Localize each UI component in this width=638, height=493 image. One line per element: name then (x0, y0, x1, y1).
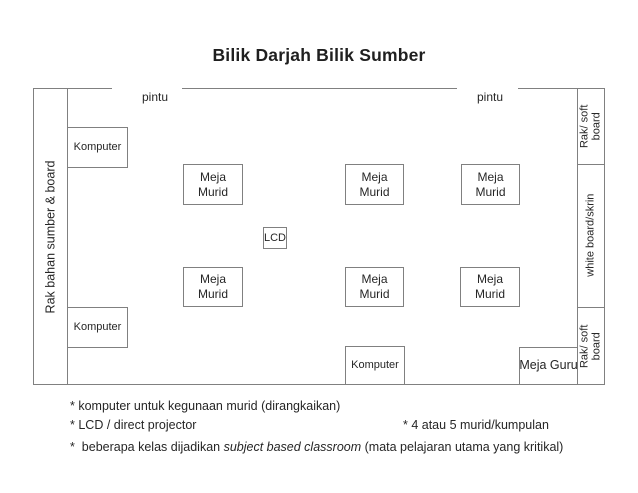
computer-box-bottom-left: Komputer (67, 307, 128, 348)
note-subject-classroom-prefix: * beberapa kelas dijadikan (70, 440, 224, 454)
whiteboard-screen: white board/skrin (577, 164, 605, 307)
desk-label-line1: Meja (361, 272, 388, 287)
computer-label: Komputer (351, 358, 399, 371)
desk-label-line1: Meja (476, 272, 503, 287)
student-desk-box: Meja Murid (183, 267, 243, 307)
note-group-size: * 4 atau 5 murid/kumpulan (403, 418, 549, 432)
desk-label-line2: Murid (197, 287, 228, 301)
student-desk-box: Meja Murid (345, 164, 404, 205)
note-lcd: * LCD / direct projector (70, 418, 197, 432)
computer-box-top-left: Komputer (67, 127, 128, 168)
door-label-left: pintu (141, 90, 169, 104)
left-shelf: Rak bahan sumber & board (33, 88, 68, 385)
student-desk-box: Meja Murid (183, 164, 243, 205)
right-shelf-top: Rak/ soft board (577, 88, 605, 164)
teacher-desk-box: Meja Guru (519, 347, 578, 385)
desk-label-line1: Meja (477, 169, 504, 184)
note-subject-classroom-italic: subject based classroom (223, 440, 362, 454)
desk-label-line1: Meja (361, 169, 388, 184)
lcd-box: LCD (263, 227, 287, 249)
note-subject-classroom-suffix: (mata pelajaran utama yang kritikal) (361, 440, 564, 454)
right-shelf-bottom-label-line2: board (591, 331, 603, 361)
left-shelf-inner-edge (67, 88, 68, 385)
whiteboard-screen-label: white board/skrin (584, 193, 597, 278)
right-shelf-divider-bottom (577, 307, 605, 308)
desk-label-line2: Murid (359, 287, 390, 301)
student-desk-box: Meja Murid (461, 164, 520, 205)
right-shelf-bottom: Rak/ soft board (577, 307, 605, 385)
bottom-wall (33, 384, 605, 385)
top-wall-segment-left (33, 88, 112, 89)
computer-label: Komputer (73, 140, 122, 153)
desk-label-line2: Murid (475, 184, 506, 199)
computer-box-bottom-middle: Komputer (345, 346, 405, 385)
desk-label-line1: Meja (199, 272, 226, 287)
right-shelf-divider-top (577, 164, 605, 165)
desk-label-line2: Murid (474, 287, 505, 301)
desk-label-line1: Meja (199, 169, 226, 184)
computer-label: Komputer (73, 320, 122, 333)
right-wall-outer (604, 88, 605, 385)
right-shelf-top-label-line2: board (591, 111, 603, 141)
page-title: Bilik Darjah Bilik Sumber (212, 45, 426, 65)
door-label-right: pintu (476, 90, 504, 104)
top-wall-segment-right (518, 88, 605, 89)
teacher-desk-label: Meja Guru (519, 358, 578, 373)
right-shelf-top-label-line1: Rak/ soft (578, 104, 591, 148)
note-computers: * komputer untuk kegunaan murid (dirangk… (70, 399, 341, 413)
top-wall-segment-middle (182, 88, 457, 89)
desk-label-line2: Murid (197, 184, 228, 199)
note-subject-classroom: * beberapa kelas dijadikan subject based… (70, 440, 563, 454)
desk-label-line2: Murid (359, 184, 390, 199)
left-wall-outer (33, 88, 34, 385)
student-desk-box: Meja Murid (460, 267, 520, 307)
left-shelf-label: Rak bahan sumber & board (43, 160, 58, 313)
student-desk-box: Meja Murid (345, 267, 404, 307)
right-shelf-bottom-label-line1: Rak/ soft (578, 324, 591, 368)
right-shelf-inner-edge (577, 88, 578, 385)
lcd-label: LCD (264, 231, 287, 244)
